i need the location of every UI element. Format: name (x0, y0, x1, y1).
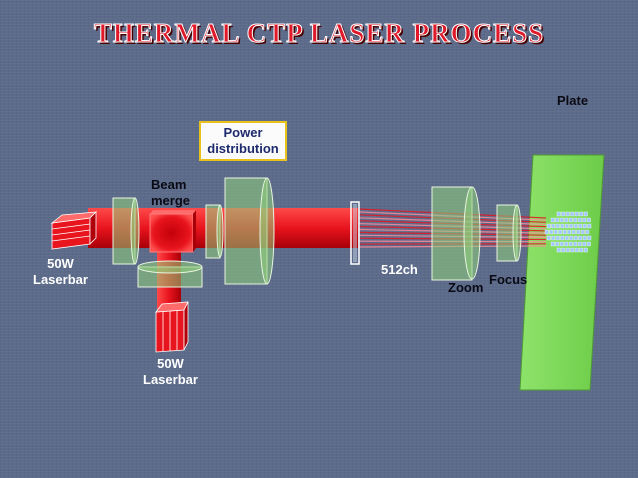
small-lens (205, 204, 224, 259)
exposure-spot (550, 217, 555, 223)
bottom-laser-line1: 50W (157, 356, 184, 371)
beam-label-line1: Beam (151, 177, 187, 192)
exposure-spot (558, 229, 563, 235)
exposure-spot (555, 217, 560, 223)
power-distribution-lens (224, 177, 275, 285)
exposure-spot (559, 217, 564, 223)
collimator-lens-bottom (137, 260, 203, 288)
zoom-lens (431, 186, 481, 281)
exposure-spot (573, 223, 578, 229)
channels-label: 512ch (381, 262, 418, 277)
exposure-spot (578, 223, 583, 229)
exposure-spot (567, 229, 572, 235)
exposure-spot (568, 241, 573, 247)
exposure-spot (574, 247, 579, 253)
plate-label: Plate (557, 93, 589, 108)
exposure-spot (564, 241, 569, 247)
exposure-spot (576, 229, 581, 235)
exposure-spot (556, 211, 561, 217)
exposure-spot (556, 247, 561, 253)
exposure-spot (564, 217, 569, 223)
exposure-spot (579, 247, 584, 253)
exposure-spot (580, 229, 585, 235)
bottom-laser-line2: Laserbar (143, 372, 198, 387)
beam-merge-cube (149, 210, 196, 253)
zoom-label: Zoom (448, 280, 484, 295)
exposure-spot (585, 229, 590, 235)
plate (519, 154, 605, 391)
left-laserbar (50, 211, 98, 250)
exposure-spot (546, 235, 551, 241)
exposure-spot (553, 229, 558, 235)
exposure-spot (564, 223, 569, 229)
left-laser-line1: 50W (47, 256, 74, 271)
exposure-spot (586, 217, 591, 223)
exposure-spot (551, 223, 556, 229)
exposure-spot (564, 235, 569, 241)
beam-merge-label: Beam merge (151, 177, 190, 209)
exposure-spot (565, 211, 570, 217)
left-laserbar-label: 50W Laserbar (33, 256, 88, 288)
exposure-spot (582, 217, 587, 223)
exposure-spot (573, 235, 578, 241)
exposure-spot (562, 229, 567, 235)
bottom-laserbar-label: 50W Laserbar (143, 356, 198, 388)
exposure-spot (583, 211, 588, 217)
exposure-spot (565, 247, 570, 253)
exposure-spot (579, 211, 584, 217)
beam-label-line2: merge (151, 193, 191, 208)
focus-lens (496, 204, 522, 262)
exposure-spot (550, 241, 555, 247)
channel-modulator (350, 201, 360, 265)
power-label-line1: Power (223, 125, 263, 140)
exposure-spot (560, 223, 565, 229)
exposure-spot (574, 211, 579, 217)
exposure-spot (582, 235, 587, 241)
exposure-spot (555, 235, 560, 241)
exposure-spot (570, 247, 575, 253)
power-label-line2: distribution (207, 141, 279, 156)
exposure-spots (544, 211, 592, 253)
exposure-spot (578, 235, 583, 241)
left-laser-line2: Laserbar (33, 272, 88, 287)
exposure-spot (573, 217, 578, 223)
exposure-spot (568, 217, 573, 223)
exposure-spot (546, 223, 551, 229)
exposure-spot (544, 229, 549, 235)
exposure-spot (555, 241, 560, 247)
exposure-spot (555, 223, 560, 229)
exposure-spot (570, 211, 575, 217)
exposure-spot (582, 223, 587, 229)
exposure-spot (583, 247, 588, 253)
exposure-spot (561, 211, 566, 217)
exposure-spot (586, 241, 591, 247)
exposure-spot (561, 247, 566, 253)
bottom-laserbar (155, 301, 189, 353)
exposure-spot (577, 241, 582, 247)
exposure-spot (571, 229, 576, 235)
exposure-spot (569, 223, 574, 229)
focus-label: Focus (489, 272, 528, 287)
exposure-spot (577, 217, 582, 223)
exposure-spot (549, 229, 554, 235)
exposure-spot (587, 235, 592, 241)
exposure-spot (573, 241, 578, 247)
power-distribution-box: Power distribution (199, 121, 287, 161)
diagram-title: THERMAL CTP LASER PROCESS (93, 18, 545, 49)
exposure-spot (582, 241, 587, 247)
exposure-spot (551, 235, 556, 241)
exposure-spot (560, 235, 565, 241)
exposure-spot (569, 235, 574, 241)
exposure-spot (559, 241, 564, 247)
exposure-spot (587, 223, 592, 229)
collimator-lens-left (112, 197, 140, 265)
